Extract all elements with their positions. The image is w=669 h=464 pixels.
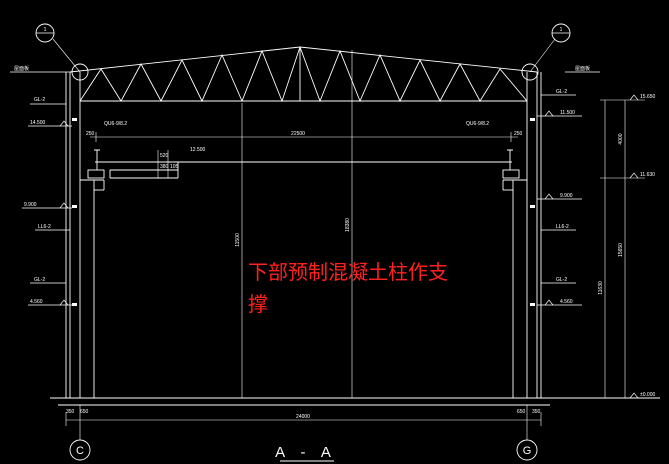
left-joint-circle [71, 63, 89, 81]
left-column [65, 72, 105, 398]
right-gl-bottom: GL-2 [556, 277, 567, 283]
grid-axis-right: G [516, 439, 538, 461]
ground-line [50, 397, 660, 406]
left-level-markers [22, 103, 72, 306]
right-level-markers [537, 94, 639, 399]
left-gl-top: GL-2 [34, 97, 45, 103]
annotation-line-1: 下部预制混凝土柱作支 [248, 260, 448, 284]
dim-250-left: 250 [86, 131, 95, 137]
right-ll: LL6-2 [556, 224, 569, 230]
left-gl-bottom: GL-2 [34, 277, 45, 283]
callout-right-number: 1 [560, 27, 563, 33]
dim-105: 105 [170, 164, 179, 170]
dim-380: 380 [160, 164, 169, 170]
left-level-mid: 9.900 [24, 202, 37, 208]
right-level-mid: 9.900 [560, 193, 573, 199]
dim-350-left: 350 [66, 409, 75, 415]
right-gl-top: GL-2 [556, 89, 567, 95]
crane-rail-left: QU6-9/8.2 [104, 121, 127, 127]
right-column [502, 72, 542, 398]
grid-axis-left: C [69, 439, 91, 461]
callout-bubble-right: 1 [551, 23, 571, 43]
dim-350-right: 350 [532, 409, 541, 415]
dimension-lines [52, 38, 645, 440]
crane-beam [87, 149, 520, 179]
span-crane: 22500 [291, 131, 305, 137]
right-level-low: 4.560 [560, 299, 573, 305]
dim-250-right: 250 [514, 131, 523, 137]
left-level-low: 4.560 [30, 299, 43, 305]
right-elev-top: 15.650 [640, 94, 656, 100]
right-dim-total: 15650 [618, 243, 624, 257]
grid-axis-left-label: C [76, 445, 84, 457]
roof-truss [69, 46, 538, 103]
drawing-labels: 屋面板 屋面板 GL-2 14.500 9.900 LL6-2 GL-2 4.5… [14, 65, 656, 420]
dim-520: 520 [160, 153, 169, 159]
height-center: 18380 [345, 218, 351, 232]
annotation-line-2: 撑 [248, 292, 268, 316]
wall-hatching [72, 118, 535, 306]
right-elev-mid: 11.630 [640, 172, 655, 178]
dim-650-right: 650 [517, 409, 526, 415]
callout-left-number: 1 [44, 27, 47, 33]
right-dim-upper: 4000 [618, 133, 624, 144]
right-roof-note: 屋面板 [575, 65, 590, 72]
right-elev-zero: ±0.000 [640, 392, 655, 398]
callout-bubble-left: 1 [35, 23, 55, 43]
left-level-top: 14.500 [30, 120, 46, 126]
crane-level: 12.500 [190, 147, 206, 153]
height-inner: 11500 [235, 233, 241, 247]
grid-axis-right-label: G [523, 445, 532, 457]
crane-rail-right: QU6-9/8.2 [466, 121, 489, 127]
right-level-top: 11.500 [560, 110, 575, 116]
right-joint-circle [521, 63, 539, 81]
dim-650-left: 650 [80, 409, 89, 415]
left-roof-note: 屋面板 [14, 65, 29, 72]
span-total: 24000 [296, 414, 310, 420]
section-title: A - A [275, 444, 337, 461]
right-dim-lower: 11630 [598, 281, 604, 295]
left-ll: LL6-2 [38, 224, 51, 230]
